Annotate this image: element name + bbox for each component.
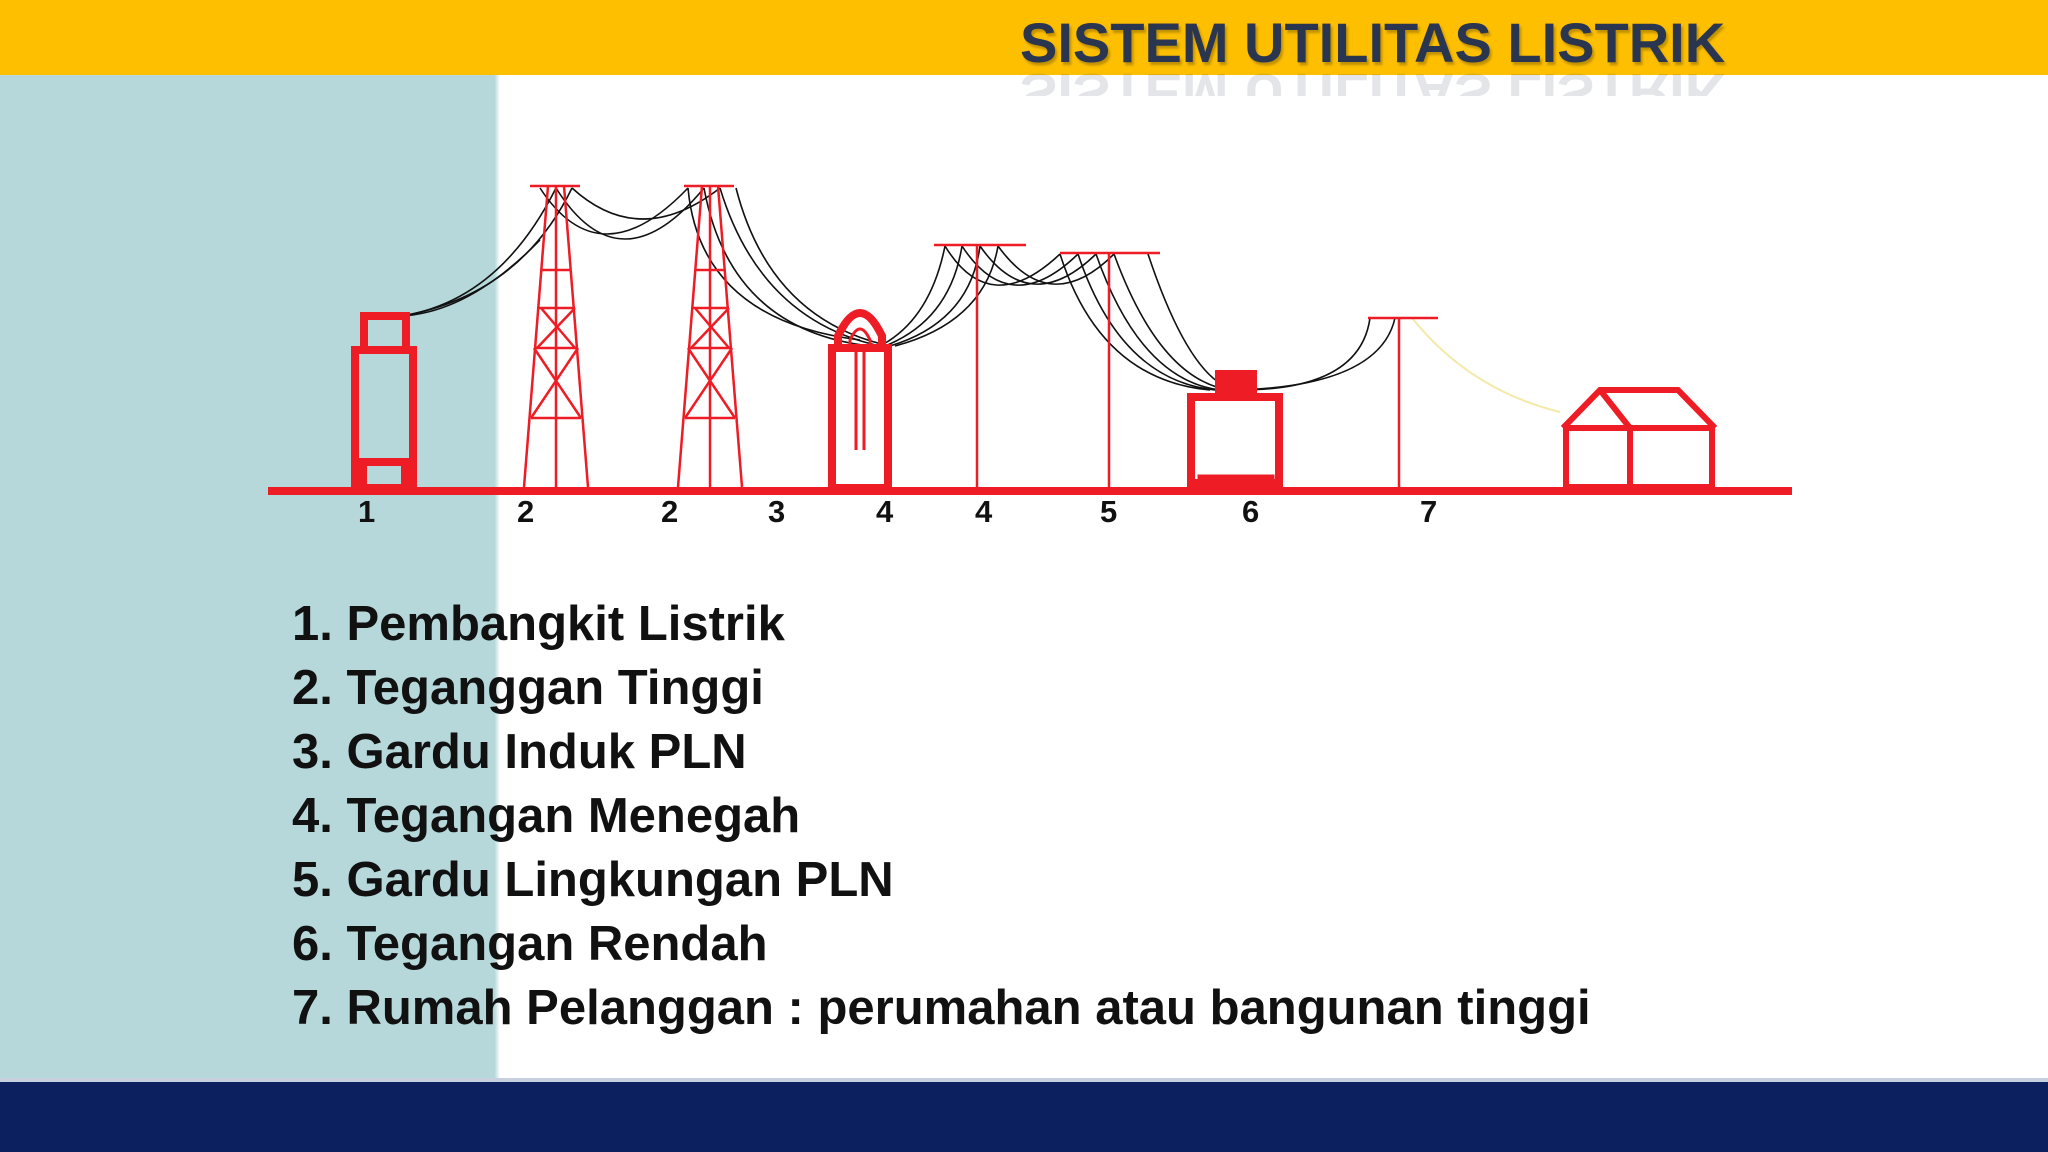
- transmission-wires: [401, 187, 1396, 391]
- medium-voltage-pole-1: [934, 243, 1026, 487]
- side-panel: [0, 75, 495, 1082]
- label-5: 5: [1100, 494, 1117, 529]
- slide-title: SISTEM UTILITAS LISTRIK: [1020, 11, 1726, 74]
- high-voltage-tower-1: [522, 184, 590, 488]
- legend-item: 1. Pembangkit Listrik: [292, 597, 785, 651]
- high-voltage-tower-2: [676, 184, 744, 488]
- legend-item: 5. Gardu Lingkungan PLN: [292, 853, 894, 907]
- top-banner: [0, 0, 2048, 75]
- house-icon: [1560, 387, 1718, 490]
- legend-item: 3. Gardu Induk PLN: [292, 725, 747, 779]
- low-voltage-pole: [1368, 316, 1438, 487]
- power-distribution-diagram: 1 2 2 3 4 4 5 6 7: [268, 184, 1792, 529]
- label-7: 7: [1420, 494, 1437, 529]
- side-panel-edge: [495, 75, 500, 1082]
- service-drop-wire: [1411, 317, 1561, 413]
- medium-voltage-pole-2: [1060, 251, 1160, 487]
- ground-line: [268, 487, 1792, 495]
- legend-item: 2. Teganggan Tinggi: [292, 661, 764, 715]
- legend-list: 1. Pembangkit Listrik 2. Teganggan Tingg…: [292, 592, 1792, 1040]
- neighbourhood-transformer: [1187, 370, 1283, 490]
- diagram-number-labels: 1 2 2 3 4 4 5 6 7: [358, 494, 1437, 529]
- label-1: 1: [358, 494, 375, 529]
- footer-divider: [0, 1078, 2048, 1082]
- footer-bar: [0, 1082, 2048, 1152]
- label-4a: 4: [876, 494, 894, 529]
- legend-item: 6. Tegangan Rendah: [292, 917, 768, 971]
- legend-item: 7. Rumah Pelanggan : perumahan atau bang…: [292, 981, 1591, 1035]
- label-2a: 2: [517, 494, 534, 529]
- substation: [828, 309, 892, 492]
- legend-item: 4. Tegangan Menegah: [292, 789, 801, 843]
- label-4b: 4: [975, 494, 993, 529]
- power-plant: [351, 312, 417, 492]
- label-6: 6: [1242, 494, 1259, 529]
- label-3: 3: [768, 494, 785, 529]
- label-2b: 2: [661, 494, 678, 529]
